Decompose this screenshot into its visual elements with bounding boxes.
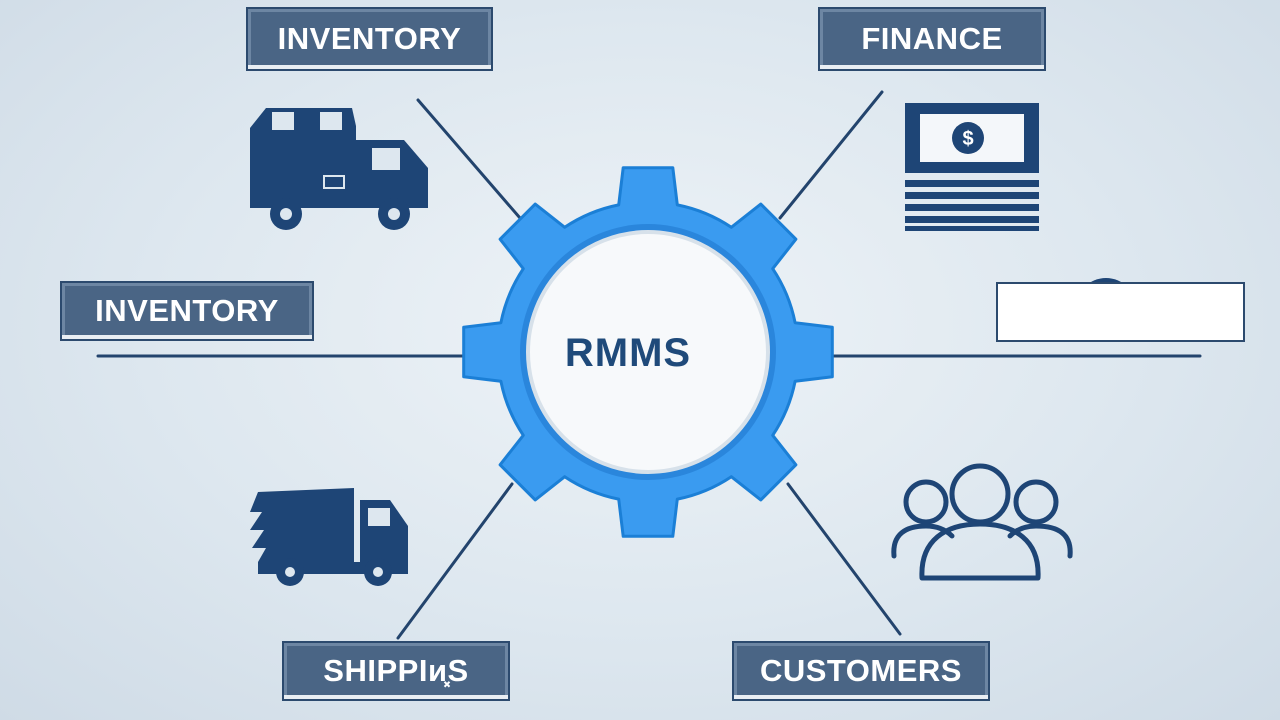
label-inventory-left: INVENTORY <box>60 281 314 341</box>
delivery-truck-icon <box>250 108 428 230</box>
connector-customers <box>786 482 902 636</box>
banknote-icon: $ <box>905 103 1039 231</box>
fast-delivery-truck-icon <box>250 488 408 586</box>
label-inventory-left-text: INVENTORY <box>95 293 279 328</box>
connector-finance <box>778 90 884 220</box>
people-group-icon <box>891 463 1073 581</box>
label-shipping-text: SHIPPIᴎ͓S <box>323 653 469 688</box>
label-finance: FINANCE <box>818 7 1046 71</box>
hub-label: RMMS <box>564 330 692 375</box>
connector-lines <box>96 90 1202 640</box>
label-inventory-top-text: INVENTORY <box>277 21 462 56</box>
label-inventory-top: INVENTORY <box>246 7 493 71</box>
label-finance-text: FINANCE <box>861 21 1003 56</box>
svg-text:$: $ <box>962 128 973 150</box>
hub-gear <box>462 166 834 538</box>
label-right-box <box>996 282 1245 342</box>
label-customers-text: CUSTOMERS <box>759 653 962 688</box>
hub-circle <box>526 230 770 474</box>
label-shipping: SHIPPIᴎ͓S <box>282 641 510 701</box>
connector-shipping <box>396 482 514 640</box>
connector-inventory-top <box>416 98 522 220</box>
label-customers: CUSTOMERS <box>732 641 990 701</box>
